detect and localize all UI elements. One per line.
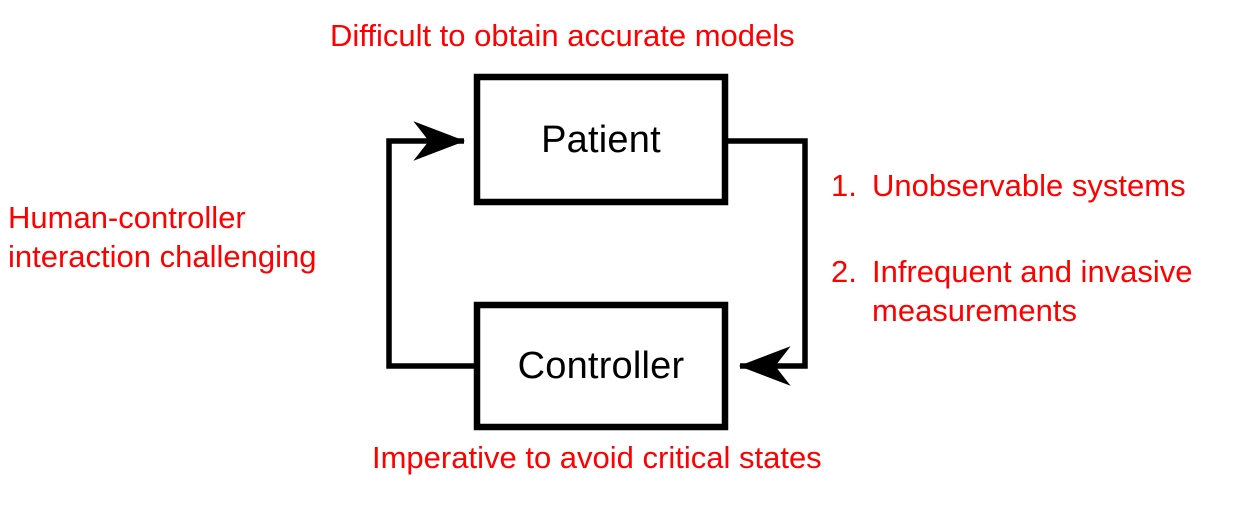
list-item-text: Infrequent and invasive measurements <box>872 254 1193 328</box>
list-marker: 1. <box>831 168 857 203</box>
right-annotation-list: 1. Unobservable systems 2. Infrequent an… <box>831 166 1231 330</box>
bottom-annotation-text: Imperative to avoid critical states <box>372 440 822 475</box>
top-annotation-text: Difficult to obtain accurate models <box>330 18 795 53</box>
patient-block-outline <box>473 73 729 206</box>
annotation-list-item-2: 2. Infrequent and invasive measurements <box>831 252 1231 330</box>
annotation-list-item-1: 1. Unobservable systems <box>831 166 1231 205</box>
controller-block-outline <box>473 301 729 431</box>
controller-to-patient-connector <box>386 121 474 369</box>
controller-block-label: Controller <box>517 345 685 387</box>
patient-to-controller-connector <box>728 138 808 386</box>
list-item-text: Unobservable systems <box>872 168 1186 203</box>
patient-block-label: Patient <box>541 119 661 161</box>
left-annotation-text: Human-controller interaction challenging <box>8 200 317 274</box>
list-marker: 2. <box>831 254 857 289</box>
